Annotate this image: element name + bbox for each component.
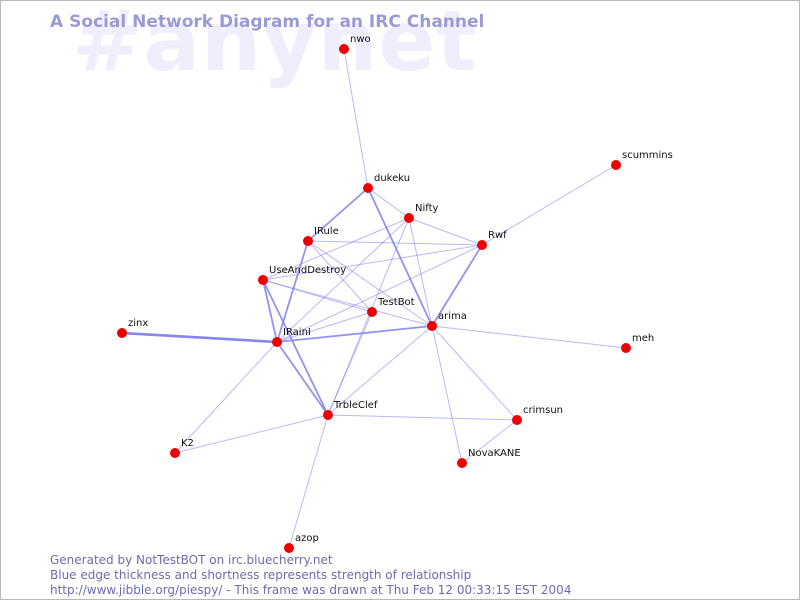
- node-dot-nwo: [339, 44, 349, 54]
- edge-UseAndDestroy-TrbleClef: [262, 279, 329, 416]
- node-dot-crimsun: [512, 415, 522, 425]
- node-dot-IRainI: [272, 337, 282, 347]
- node-arima: arima: [427, 311, 467, 331]
- edge-scummins-Rwf: [481, 164, 617, 246]
- edge-nwo-dukeku: [343, 48, 369, 189]
- edge-TrbleClef-azop: [288, 414, 329, 549]
- node-Rwf: Rwf: [477, 230, 507, 250]
- channel-watermark: #anynet: [72, 0, 478, 90]
- node-label-Rwf: Rwf: [488, 230, 507, 241]
- node-IRainI: IRainI: [272, 327, 311, 347]
- edge-IRule-arima: [307, 240, 433, 327]
- node-dot-K2: [170, 448, 180, 458]
- edge-Nifty-Rwf: [408, 217, 483, 246]
- node-TestBot: TestBot: [367, 297, 415, 317]
- edge-Nifty-UseAndDestroy: [262, 217, 410, 281]
- node-UseAndDestroy: UseAndDestroy: [258, 265, 346, 285]
- node-label-IRainI: IRainI: [283, 327, 311, 338]
- node-label-TestBot: TestBot: [377, 297, 415, 308]
- footer-legend-note: Blue edge thickness and shortness repres…: [50, 568, 472, 582]
- edge-dukeku-IRule: [307, 187, 369, 242]
- edge-TestBot-TrbleClef: [327, 311, 373, 416]
- node-dot-azop: [284, 543, 294, 553]
- edge-TrbleClef-crimsun: [327, 414, 518, 421]
- node-K2: K2: [170, 438, 194, 458]
- edge-Rwf-UseAndDestroy: [262, 244, 483, 281]
- node-label-meh: meh: [632, 333, 654, 344]
- edge-zinx-IRainI: [120, 331, 279, 344]
- edge-IRule-Rwf: [307, 240, 483, 246]
- node-label-TrbleClef: TrbleClef: [333, 400, 378, 411]
- edge-IRainI-TrbleClef: [276, 341, 329, 416]
- edge-UseAndDestroy-arima: [262, 279, 433, 327]
- node-Nifty: Nifty: [404, 203, 439, 223]
- node-scummins: scummins: [611, 150, 673, 170]
- node-label-dukeku: dukeku: [374, 173, 410, 184]
- node-label-scummins: scummins: [622, 150, 673, 161]
- node-dot-TestBot: [367, 307, 377, 317]
- node-label-azop: azop: [295, 533, 319, 544]
- diagram-title: A Social Network Diagram for an IRC Chan…: [50, 12, 485, 32]
- node-dot-meh: [621, 343, 631, 353]
- edge-layer: [120, 48, 627, 549]
- node-label-arima: arima: [438, 311, 467, 322]
- edge-TestBot-IRainI: [276, 311, 373, 343]
- edge-dukeku-arima: [367, 187, 433, 327]
- edge-crimsun-NovaKANE: [461, 419, 518, 464]
- node-dot-arima: [427, 321, 437, 331]
- node-nwo: nwo: [339, 34, 371, 54]
- node-dot-TrbleClef: [323, 410, 333, 420]
- node-dot-Rwf: [477, 240, 487, 250]
- node-NovaKANE: NovaKANE: [457, 448, 521, 468]
- footer-url-timestamp: http://www.jibble.org/piespy/ - This fra…: [50, 583, 572, 597]
- edge-arima-crimsun: [431, 325, 518, 421]
- node-dot-UseAndDestroy: [258, 275, 268, 285]
- node-label-IRule: IRule: [314, 226, 339, 237]
- node-dot-Nifty: [404, 213, 414, 223]
- node-label-NovaKANE: NovaKANE: [468, 448, 521, 459]
- node-dot-dukeku: [363, 183, 373, 193]
- node-dot-NovaKANE: [457, 458, 467, 468]
- edge-IRule-TestBot: [307, 240, 373, 313]
- edge-IRule-IRainI: [276, 240, 309, 343]
- edge-Nifty-arima: [408, 217, 433, 327]
- node-label-crimsun: crimsun: [523, 405, 563, 416]
- node-label-nwo: nwo: [350, 34, 371, 45]
- node-azop: azop: [284, 533, 319, 553]
- edge-arima-TrbleClef: [327, 325, 433, 416]
- node-label-UseAndDestroy: UseAndDestroy: [269, 265, 346, 276]
- edge-Rwf-arima: [431, 244, 483, 327]
- node-label-K2: K2: [181, 438, 194, 449]
- edge-arima-meh: [431, 325, 627, 349]
- node-crimsun: crimsun: [512, 405, 563, 425]
- edge-dukeku-Nifty: [367, 187, 410, 219]
- node-label-Nifty: Nifty: [415, 203, 439, 214]
- node-dot-IRule: [303, 236, 313, 246]
- node-IRule: IRule: [303, 226, 339, 246]
- edge-UseAndDestroy-IRainI: [262, 279, 278, 343]
- edge-Rwf-IRainI: [276, 244, 483, 343]
- node-zinx: zinx: [117, 318, 148, 338]
- node-dot-zinx: [117, 328, 127, 338]
- node-TrbleClef: TrbleClef: [323, 400, 378, 420]
- node-dukeku: dukeku: [363, 173, 410, 193]
- node-label-zinx: zinx: [128, 318, 148, 329]
- footer-generated-by: Generated by NotTestBOT on irc.bluecherr…: [50, 553, 333, 567]
- edge-IRainI-K2: [174, 341, 278, 454]
- edge-arima-NovaKANE: [431, 325, 463, 464]
- edge-TrbleClef-K2: [174, 414, 329, 454]
- node-dot-scummins: [611, 160, 621, 170]
- footer: Generated by NotTestBOT on irc.bluecherr…: [50, 553, 571, 598]
- edge-arima-IRainI: [276, 325, 433, 343]
- node-meh: meh: [621, 333, 654, 353]
